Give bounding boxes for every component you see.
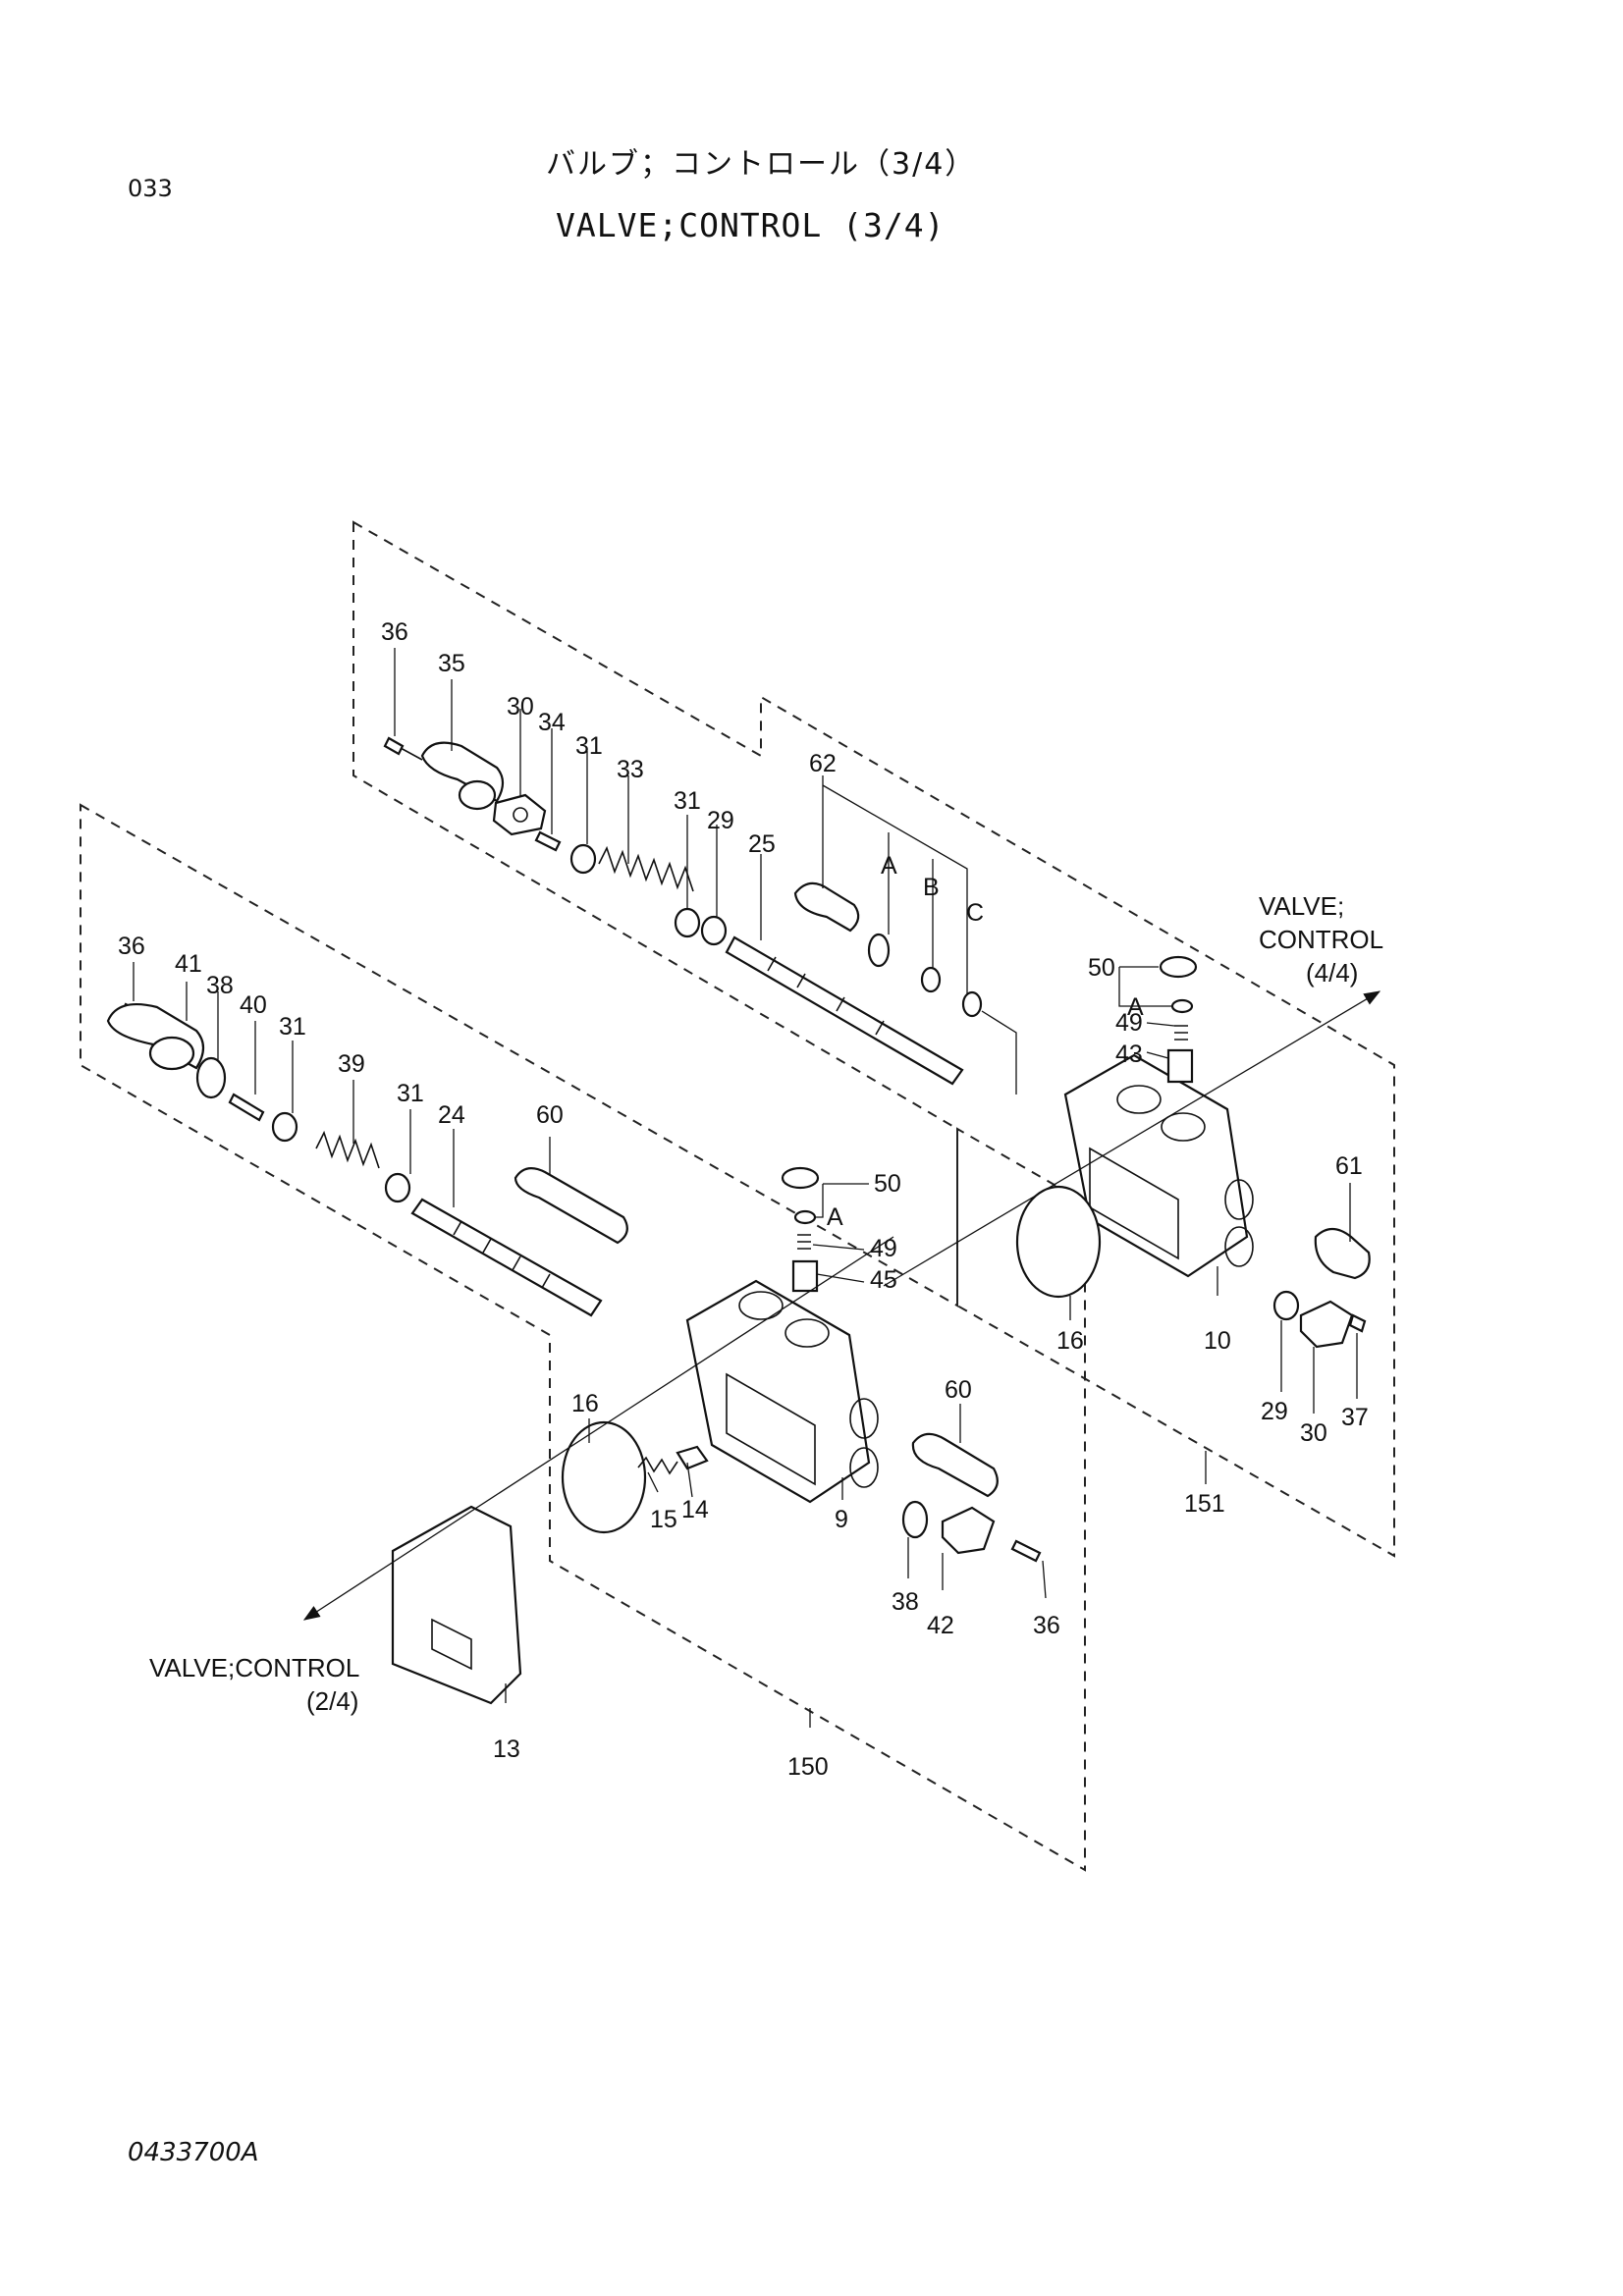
callout-40: 40 <box>240 991 267 1019</box>
cross-ref-2-4-line2: (2/4) <box>306 1686 358 1716</box>
callout-49: 49 <box>1115 1009 1143 1037</box>
cross-ref-4-4-line1: VALVE; <box>1259 891 1344 921</box>
cross-ref-4-4-line2: CONTROL <box>1259 925 1383 954</box>
callout-30: 30 <box>507 693 534 721</box>
callout-150: 150 <box>787 1753 829 1781</box>
callout-30: 30 <box>1300 1419 1327 1447</box>
callout-151: 151 <box>1184 1490 1225 1518</box>
callout-16: 16 <box>571 1390 599 1417</box>
callout-41: 41 <box>175 950 202 978</box>
callout-34: 34 <box>538 709 566 736</box>
callout-62: 62 <box>809 750 837 777</box>
callout-45: 45 <box>870 1266 897 1294</box>
callout-37: 37 <box>1341 1404 1369 1431</box>
arrow-to-valve-control-2-4 <box>302 1236 894 1621</box>
callout-9: 9 <box>835 1506 848 1533</box>
callout-a: A <box>1127 993 1144 1021</box>
callout-10: 10 <box>1204 1327 1231 1355</box>
callout-36: 36 <box>1033 1612 1060 1639</box>
callout-61: 61 <box>1335 1152 1363 1180</box>
callout-29: 29 <box>1261 1398 1288 1425</box>
callout-31: 31 <box>279 1013 306 1041</box>
callout-35: 35 <box>438 650 465 677</box>
callout-24: 24 <box>438 1101 465 1129</box>
callout-49: 49 <box>870 1235 897 1262</box>
callout-25: 25 <box>748 830 776 858</box>
arrow-to-valve-control-4-4 <box>883 990 1381 1287</box>
callout-60: 60 <box>536 1101 564 1129</box>
leader-lines <box>133 648 1358 1728</box>
callout-42: 42 <box>927 1612 954 1639</box>
document-code: 0433700A <box>128 2138 259 2167</box>
lower-spool-assembly <box>106 1002 1042 1705</box>
callout-29: 29 <box>707 807 734 834</box>
callout-39: 39 <box>338 1050 365 1078</box>
callout-o-ring-b: B <box>923 874 940 901</box>
group-boundary-150 <box>80 803 1086 1872</box>
callout-o-ring-c: C <box>966 899 984 927</box>
callout-36: 36 <box>118 933 145 960</box>
cross-ref-4-4-line3: (4/4) <box>1306 958 1358 988</box>
callout-38: 38 <box>892 1588 919 1616</box>
cross-ref-2-4-line1: VALVE;CONTROL <box>149 1653 359 1682</box>
callout-50: 50 <box>874 1170 901 1198</box>
title-english: VALVE;CONTROL (3/4) <box>556 206 946 244</box>
title-japanese: バルブ；コントロール（3/4） <box>546 147 977 182</box>
callout-31: 31 <box>575 732 603 760</box>
callout-43: 43 <box>1115 1041 1143 1068</box>
callout-13: 13 <box>493 1735 520 1763</box>
page-number: 033 <box>128 175 173 202</box>
callout-38: 38 <box>206 972 234 999</box>
callout-15: 15 <box>650 1506 677 1533</box>
callout-31: 31 <box>397 1080 424 1107</box>
callout-31: 31 <box>674 787 701 815</box>
callout-60: 60 <box>945 1376 972 1404</box>
upper-spool-assembly <box>383 736 1371 1349</box>
callout-14: 14 <box>681 1496 709 1523</box>
callout-16: 16 <box>1056 1327 1084 1355</box>
group-boundary-151 <box>352 520 1395 1558</box>
callout-50: 50 <box>1088 954 1115 982</box>
callout-36: 36 <box>381 618 408 646</box>
callout-o-ring-a: A <box>881 852 897 880</box>
callout-a: A <box>827 1203 843 1231</box>
callout-33: 33 <box>617 756 644 783</box>
